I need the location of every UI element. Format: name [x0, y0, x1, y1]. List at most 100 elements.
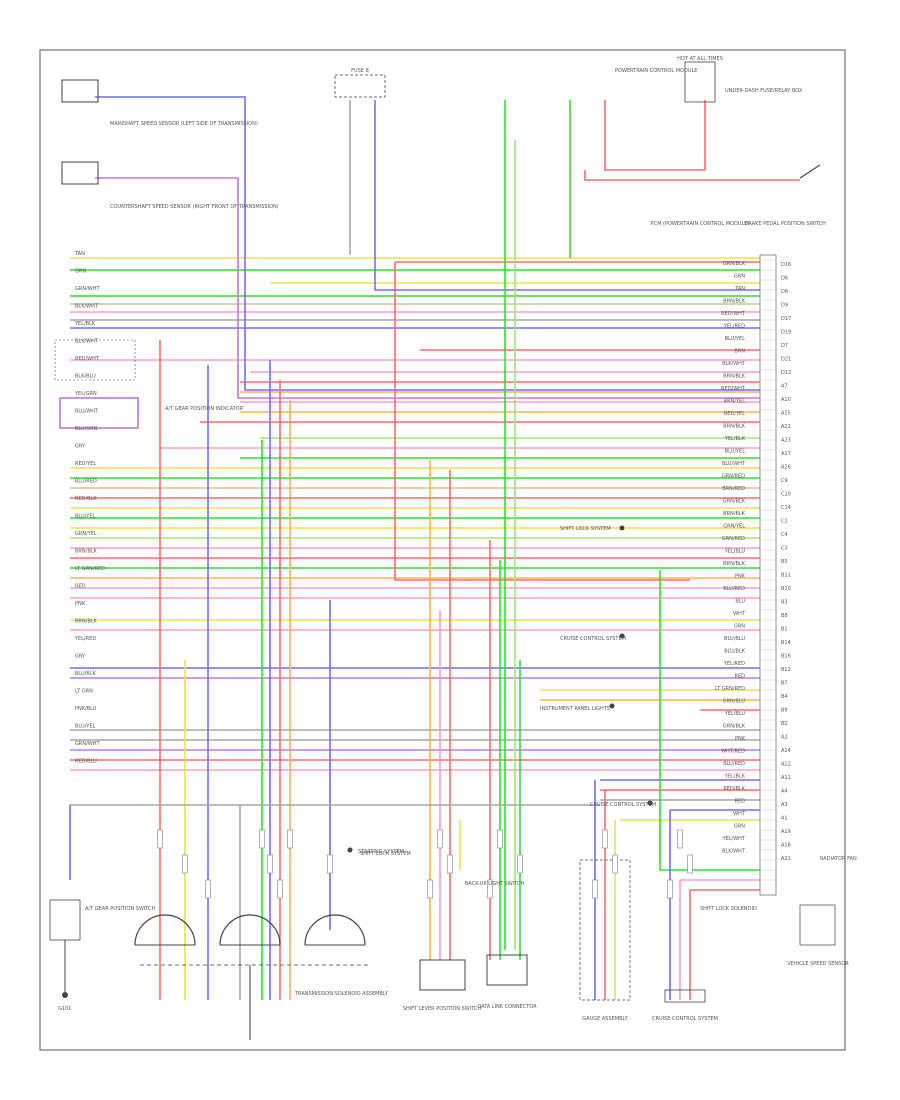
countershaft-sensor-label: COUNTERSHAFT SPEED SENSOR (RIGHT FRONT O… [110, 204, 279, 210]
right-wire-color-label: BRN/BLK [723, 374, 746, 380]
data-link-label: DATA LINK CONNECTOR [477, 1004, 537, 1010]
backup-switch-label: BACK-UP LIGHT SWITCH [465, 881, 524, 887]
right-wire-color-label: GRN/YEL [723, 524, 745, 530]
right-wire-color-label: RED [735, 799, 746, 805]
right-wire-color-label: RED/WHT [721, 386, 746, 392]
pcm-pin-label: A18 [781, 843, 791, 849]
left-wire-color-label: TAN [74, 251, 85, 257]
left-purple-loop [59, 397, 139, 429]
pcm-pin-label: A21 [781, 856, 791, 862]
speed-sensor-box [799, 904, 836, 946]
left-wire-color-label: LT GRN [75, 689, 93, 695]
pcm-pin-label: C4 [781, 532, 788, 538]
right-wire-color-label: GRN/BLK [723, 724, 746, 730]
pcm-pin-label: B4 [781, 694, 788, 700]
pcm-pin-label: A1 [781, 816, 788, 822]
right-wire-color-label: BLU/BLU [724, 636, 745, 642]
right-wire-color-label: BRN/BLK [723, 561, 746, 567]
left-wire-color-label: BRN/BLK [75, 549, 98, 555]
left-wire-color-label: PNK [75, 601, 86, 607]
neutral-switch-box [49, 899, 81, 941]
pcm-pin-label: A2 [781, 735, 788, 741]
left-wire-color-label: RED/BLU [75, 759, 97, 765]
right-wire-color-label: GRN [734, 274, 745, 280]
right-wire-color-label: BLU/RED [723, 761, 745, 767]
pcm-pin-label: D12 [781, 370, 791, 376]
ground-point [62, 992, 68, 998]
solenoid-3 [304, 914, 366, 946]
right-wire-color-label: WHT [733, 611, 746, 617]
right-wire-color-label: BLU/BLK [724, 649, 746, 655]
fuse-box [334, 74, 386, 98]
pcm-pin-label: D7 [781, 343, 788, 349]
brake-switch-label: BRAKE PEDAL POSITION SWITCH [745, 221, 826, 227]
right-wire-color-label: YEL/BLU [724, 549, 746, 555]
right-wire-color-label: YEL/BLK [724, 774, 746, 780]
left-wire-color-label: GRN [75, 269, 86, 275]
pcm-pin-label: B16 [781, 654, 791, 660]
pcm-pin-label: A14 [781, 748, 791, 754]
left-wire-color-label: RED/BLK [75, 496, 97, 502]
pcm-pin-label: A11 [781, 775, 791, 781]
connector-stub [205, 879, 211, 899]
wire-layer [69, 96, 800, 1000]
bus-red-vertical [394, 262, 690, 581]
connector-stub [437, 829, 443, 849]
connector-stub [602, 829, 608, 849]
left-wire-color-label: BRN/BLK [75, 619, 98, 625]
cruise-label: CRUISE CONTROL SYSTEM [652, 1016, 718, 1022]
pcm-pin-label: B12 [781, 667, 791, 673]
pcm-pin-label: D6 [781, 276, 788, 282]
radiator-fan-label: RADIATOR FAN [820, 856, 857, 862]
connector-stub [612, 854, 618, 874]
right-wire-color-label: RED/WHT [721, 311, 746, 317]
right-wire-color-label: GRN [734, 824, 745, 830]
connector-stub [157, 829, 163, 849]
connector-stub [327, 854, 333, 874]
left-wire-color-label: GRN/YEL [75, 531, 97, 537]
pcm-pin-label: A22 [781, 424, 791, 430]
right-wire-color-label: YEL/BLU [724, 711, 746, 717]
right-wire-color-label: BRN [734, 349, 745, 355]
connector-stub [447, 854, 453, 874]
right-wire-color-label: GRN/BLU [723, 699, 746, 705]
pcm-pin-label: A3 [781, 802, 788, 808]
pcm-pin-label: B7 [781, 681, 788, 687]
sensor1-wire [95, 96, 760, 391]
connector-stub [259, 829, 265, 849]
right-wire-color-label: GRN/BLK [723, 499, 746, 505]
pcm-pin-label: B3 [781, 600, 788, 606]
left-wire-color-label: RED [75, 584, 86, 590]
left-wire-color-label: LT GRN/RED [75, 566, 105, 572]
pcm-pin-label: A12 [781, 762, 791, 768]
pcm-pin-label: C9 [781, 478, 788, 484]
pcm-label: PCM (POWERTRAIN CONTROL MODULE) [651, 221, 750, 227]
right-wire-color-label: YEL/WHT [722, 836, 746, 842]
callout-label-3: INSTRUMENT PANEL LIGHTS [540, 706, 610, 712]
right-wire-color-label: PNK [735, 574, 746, 580]
left-wire-color-label: BLU/GRN [75, 426, 98, 432]
connector-stub [427, 879, 433, 899]
pcm-pin-label: C14 [781, 505, 791, 511]
left-wire-color-label: BLU/BLK [75, 671, 97, 677]
callout-label-5: STARTING SYSTEM [358, 849, 404, 855]
left-wire-color-label: YEL/BLK [74, 321, 96, 327]
right-wire-color-label: BRN/BLK [723, 299, 746, 305]
sensor2-wire [95, 177, 760, 399]
pcm-pin-label: D9 [781, 303, 788, 309]
callout-marker-5 [347, 847, 353, 853]
left-wire-color-label: BLU/RED [75, 479, 97, 485]
left-wire-color-label: GRN/WHT [75, 741, 100, 747]
label-layer: MAINSHAFT SPEED SENSOR (LEFT SIDE OF TRA… [58, 56, 857, 1022]
pcm-pin-label: D16 [781, 262, 791, 268]
data-link-box [486, 954, 528, 986]
pcm-pin-label: A23 [781, 438, 791, 444]
right-wire-color-label: GRN [734, 624, 745, 630]
mainshaft-sensor-box [61, 79, 99, 103]
pcm-pin-label: D21 [781, 357, 791, 363]
callout-marker-1 [619, 525, 625, 531]
shift-lever-label: SHIFT LEVER POSITION SWITCH [403, 1006, 482, 1012]
right-wire-color-label: BRN/RED [722, 486, 745, 492]
